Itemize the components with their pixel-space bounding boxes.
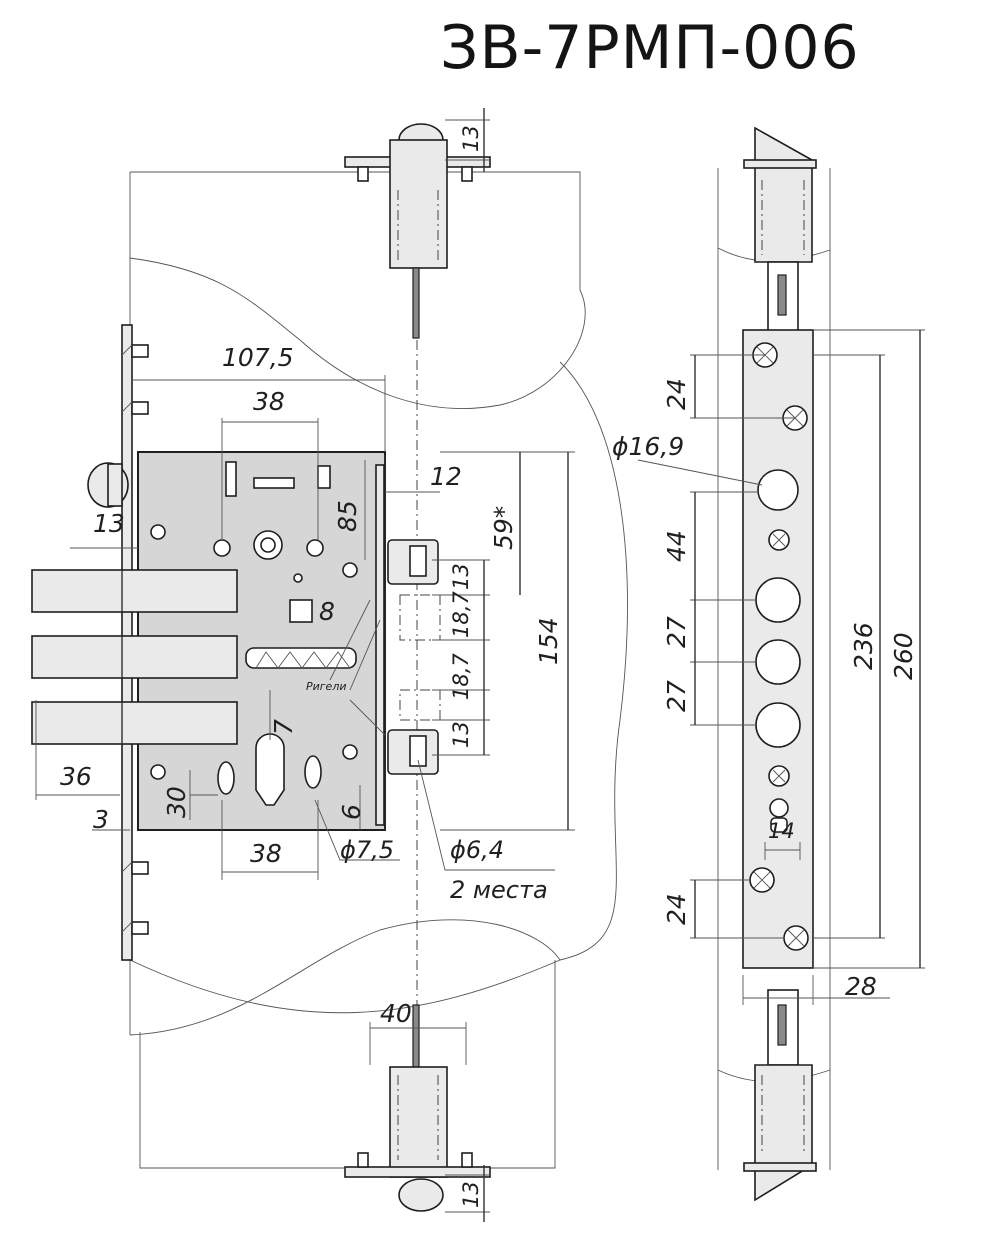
dim-30: 30 <box>162 786 191 818</box>
dim-13-a: 13 <box>449 563 473 590</box>
screw-icon <box>342 562 358 578</box>
dim-44: 44 <box>662 530 691 562</box>
dim-59: 59* <box>489 506 518 550</box>
dim-13-bottom-rod: 13 <box>459 1181 483 1208</box>
dim-85: 85 <box>333 500 362 532</box>
bottom-rod-plate <box>344 1166 491 1178</box>
dim-28: 28 <box>845 972 877 1001</box>
bolt-2 <box>31 635 238 679</box>
dim-38-top: 38 <box>253 387 285 416</box>
dim-13-handle: 13 <box>93 509 125 538</box>
side-bolt-hole-icon <box>755 639 801 685</box>
top-rod-pin <box>412 267 420 339</box>
dim-phi-7-5: ϕ7,5 <box>340 836 394 864</box>
dim-18-7-a: 18,7 <box>449 591 473 638</box>
side-bolt-hole-icon <box>755 702 801 748</box>
dim-38-bottom: 38 <box>250 839 282 868</box>
bolt-1 <box>31 569 238 613</box>
front-dimension-lines <box>35 375 575 880</box>
bottom-rod-tip <box>398 1178 444 1212</box>
bolt-3 <box>31 701 238 745</box>
dim-107-5: 107,5 <box>222 343 294 372</box>
dim-40: 40 <box>380 999 412 1028</box>
rod-links <box>387 539 441 775</box>
side-bottom-rod-end <box>754 1064 813 1202</box>
side-view <box>637 126 925 1202</box>
side-latch-hole-icon <box>757 469 799 511</box>
dim-24-top: 24 <box>662 378 691 410</box>
screw-icon <box>342 744 358 760</box>
dim-27-a: 27 <box>662 616 691 648</box>
bottom-rod-pin <box>412 1004 420 1068</box>
dim-24-bottom: 24 <box>662 893 691 925</box>
dim-36: 36 <box>60 762 92 791</box>
square-spindle-icon <box>289 599 313 623</box>
dim-236: 236 <box>849 622 878 670</box>
dim-18-7-b: 18,7 <box>449 653 473 700</box>
dim-260: 260 <box>889 632 918 680</box>
note-two-places: 2 места <box>450 876 548 904</box>
bolts <box>31 569 238 745</box>
top-rod: 13 <box>344 108 491 339</box>
dim-7: 7 <box>269 719 298 735</box>
dim-8: 8 <box>319 597 335 626</box>
screw-icon <box>150 524 166 540</box>
side-top-rod-end <box>754 126 813 263</box>
drawing-title: ЗВ-7РМП-006 <box>440 13 860 83</box>
dim-13-top-rod: 13 <box>459 125 483 152</box>
dim-3: 3 <box>93 805 109 834</box>
dim-27-b: 27 <box>662 680 691 712</box>
dim-13-b: 13 <box>449 721 473 748</box>
dim-phi-6-4: ϕ6,4 <box>450 836 504 864</box>
dim-6: 6 <box>337 804 366 820</box>
dim-14: 14 <box>768 819 795 843</box>
bottom-rod <box>344 1004 491 1222</box>
cylinder-cutout-icon <box>255 733 285 806</box>
side-bolt-hole-icon <box>755 577 801 623</box>
dim-12: 12 <box>430 462 462 491</box>
note-bolts: Ригели <box>306 680 347 693</box>
top-rod-body <box>389 139 448 269</box>
dim-phi-16-9: ϕ16,9 <box>612 432 684 461</box>
dim-154: 154 <box>534 617 563 665</box>
screw-icon <box>150 764 166 780</box>
